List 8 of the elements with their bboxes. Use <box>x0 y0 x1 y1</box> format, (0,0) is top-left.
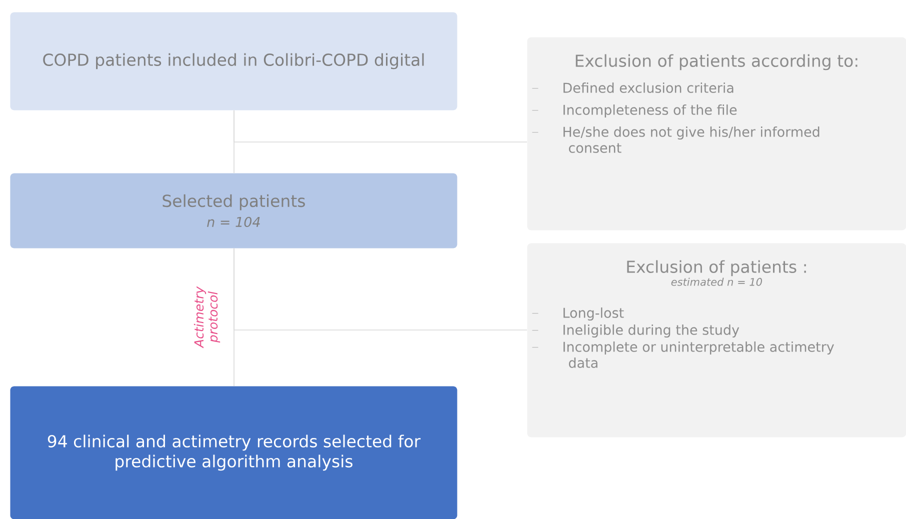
exclusion-box: Exclusion of patients : estimated n = 10 Long-lost Ineligible during the study Incomplete or uninterpretable actimetry data <box>527 243 906 438</box>
result-box: 94 clinical and actimetry records selected for predictive algorithm analysis <box>10 386 458 519</box>
connector-line <box>234 248 528 330</box>
process-box: Selected patients n = 104 <box>10 173 458 248</box>
edge-label: Actimetry protocol <box>194 286 220 348</box>
exclusion-box: Exclusion of patients according to: Defined exclusion criteria Incompleteness of the file He/she does not give his/her informed consent <box>527 37 906 230</box>
connector-line <box>234 110 528 142</box>
process-box: COPD patients included in Colibri-COPD digital <box>10 12 458 110</box>
